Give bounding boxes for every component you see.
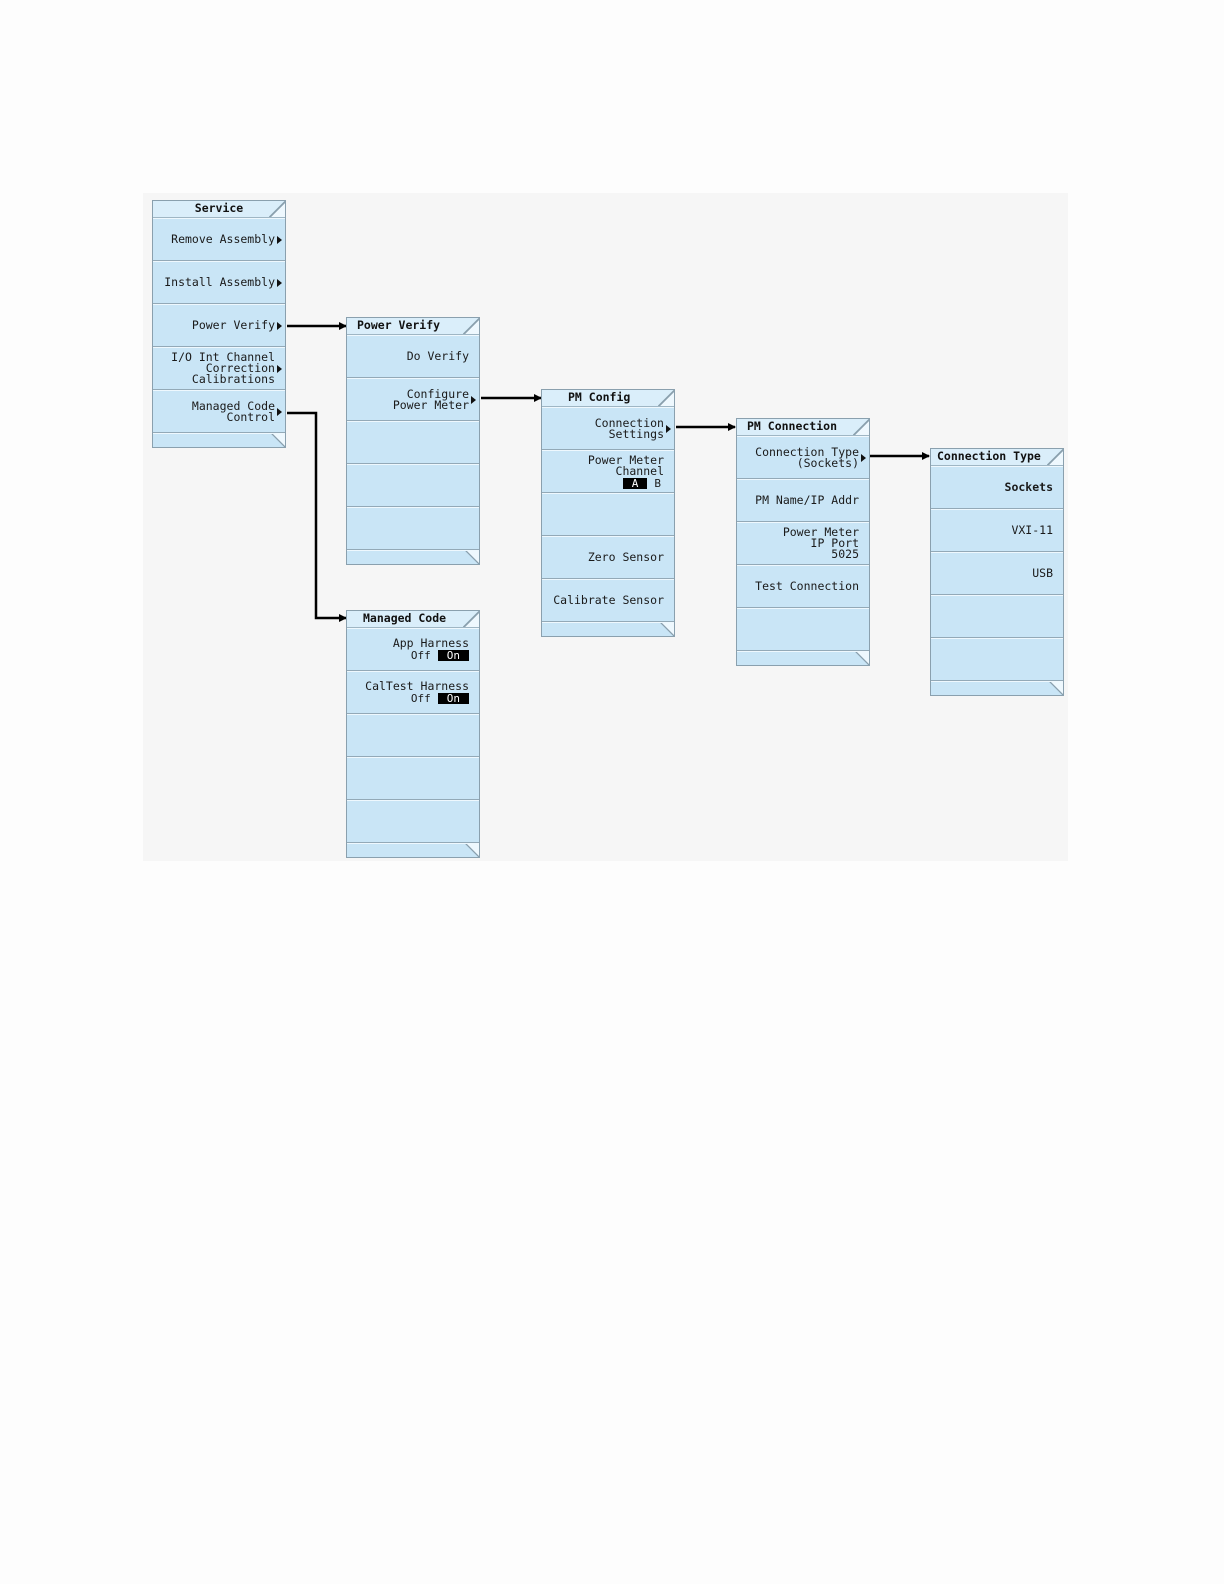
managed-code-menu: Managed Code App Harness Off On CalTest … — [346, 610, 480, 858]
pm-name-ip-addr-key[interactable]: PM Name/IP Addr — [737, 479, 869, 522]
key-label: Control — [226, 409, 275, 424]
key-label: Channel — [615, 463, 664, 478]
configure-power-meter-key[interactable]: Configure Power Meter — [347, 378, 479, 421]
empty-key — [347, 714, 479, 757]
key-label: Zero Sensor — [587, 550, 664, 564]
toggle-option-on: On — [437, 693, 469, 704]
empty-key — [737, 608, 869, 651]
menu-footer — [737, 651, 869, 665]
menu-footer — [347, 550, 479, 564]
menu-footer — [931, 681, 1063, 695]
vxi-11-key[interactable]: VXI-11 — [931, 509, 1063, 552]
menu-title: PM Config — [542, 390, 674, 407]
key-label: PM Name/IP Addr — [755, 493, 859, 507]
calibrate-sensor-key[interactable]: Calibrate Sensor — [542, 579, 674, 622]
key-value: 5025 — [831, 547, 859, 561]
service-menu: Service Remove Assembly Install Assembly… — [152, 200, 286, 448]
channel-option-b: B — [654, 476, 661, 490]
menu-title: Service — [153, 201, 285, 218]
do-verify-key[interactable]: Do Verify — [347, 335, 479, 378]
power-meter-ip-port-key[interactable]: Power Meter IP Port 5025 — [737, 522, 869, 565]
menu-footer — [542, 622, 674, 636]
empty-key — [542, 493, 674, 536]
test-connection-key[interactable]: Test Connection — [737, 565, 869, 608]
empty-key — [347, 421, 479, 464]
app-harness-key[interactable]: App Harness Off On — [347, 628, 479, 671]
menu-title: Connection Type — [931, 449, 1063, 466]
connection-settings-key[interactable]: Connection Settings — [542, 407, 674, 450]
pm-connection-menu: PM Connection Connection Type (Sockets) … — [736, 418, 870, 666]
key-label: USB — [1032, 566, 1053, 580]
usb-key[interactable]: USB — [931, 552, 1063, 595]
toggle-option-on: On — [437, 650, 469, 661]
key-label: Power Meter — [392, 397, 469, 412]
key-label: IP Port — [810, 536, 859, 550]
pm-config-menu: PM Config Connection Settings Power Mete… — [541, 389, 675, 637]
zero-sensor-key[interactable]: Zero Sensor — [542, 536, 674, 579]
connection-type-key[interactable]: Connection Type (Sockets) — [737, 436, 869, 479]
caltest-harness-toggle: Off On — [408, 693, 469, 704]
key-label: Do Verify — [406, 349, 469, 363]
menu-footer — [347, 843, 479, 857]
key-label: Settings — [608, 426, 664, 441]
key-label: App Harness — [392, 636, 469, 650]
remove-assembly-key[interactable]: Remove Assembly — [153, 218, 285, 261]
power-verify-key[interactable]: Power Verify — [153, 304, 285, 347]
empty-key — [347, 800, 479, 843]
install-assembly-key[interactable]: Install Assembly — [153, 261, 285, 304]
channel-option-a: A — [622, 477, 648, 489]
key-label: Connection Type — [755, 444, 859, 459]
io-int-channel-correction-calibrations-key[interactable]: I/O Int Channel Correction Calibrations — [153, 347, 285, 390]
key-label: Calibrations — [191, 372, 275, 386]
menu-title: Managed Code — [347, 611, 479, 628]
power-meter-channel-key[interactable]: Power Meter Channel A B — [542, 450, 674, 493]
caltest-harness-key[interactable]: CalTest Harness Off On — [347, 671, 479, 714]
channel-toggle: A B — [622, 476, 664, 490]
key-label: CalTest Harness — [365, 679, 469, 693]
key-label: Configure — [406, 386, 469, 401]
empty-key — [347, 507, 479, 550]
app-harness-toggle: Off On — [408, 650, 469, 661]
empty-key — [931, 638, 1063, 681]
key-label: VXI-11 — [1011, 523, 1053, 537]
empty-key — [931, 595, 1063, 638]
key-label: Test Connection — [755, 579, 859, 593]
key-label: (Sockets) — [796, 455, 859, 470]
sockets-key[interactable]: Sockets — [931, 466, 1063, 509]
key-label: Correction — [205, 361, 275, 375]
toggle-option-off: Off — [410, 692, 431, 705]
empty-key — [347, 757, 479, 800]
connection-type-menu: Connection Type Sockets VXI-11 USB — [930, 448, 1064, 696]
key-label: Install Assembly — [164, 275, 275, 289]
power-verify-menu: Power Verify Do Verify Configure Power M… — [346, 317, 480, 565]
empty-key — [347, 464, 479, 507]
key-label: Power Verify — [191, 318, 275, 332]
key-label: Remove Assembly — [171, 232, 275, 246]
managed-code-control-key[interactable]: Managed Code Control — [153, 390, 285, 433]
key-label: Managed Code — [191, 398, 275, 413]
toggle-option-off: Off — [410, 649, 431, 662]
key-label: Calibrate Sensor — [553, 593, 664, 607]
key-label: Power Meter — [782, 525, 859, 539]
menu-footer — [153, 433, 285, 447]
key-label: I/O Int Channel — [171, 350, 275, 364]
menu-title: Power Verify — [347, 318, 479, 335]
key-label: Sockets — [1004, 480, 1053, 494]
menu-title: PM Connection — [737, 419, 869, 436]
key-label: Power Meter — [587, 452, 664, 467]
key-label: Connection — [594, 415, 664, 430]
